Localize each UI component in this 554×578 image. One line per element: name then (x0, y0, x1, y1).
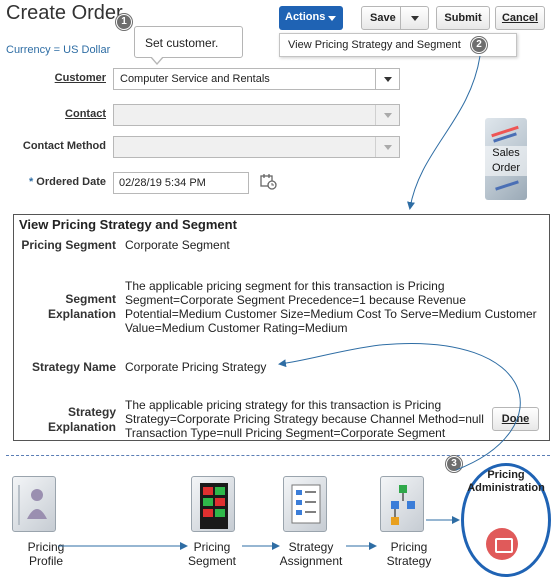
chevron-down-icon (328, 16, 336, 21)
strategy-explanation-line: The applicable pricing strategy for this… (125, 398, 442, 412)
strategy-explanation-label-1: Strategy (67, 405, 116, 419)
pricing-profile-line2: Profile (28, 554, 63, 568)
save-button[interactable]: Save (361, 6, 429, 30)
pricing-profile-label: Pricing Profile (16, 540, 76, 568)
pricing-admin-line1: Pricing (487, 469, 525, 481)
pricing-administration-label: Pricing Administration (463, 469, 549, 495)
person-icon (18, 485, 47, 525)
ordered-date-input[interactable]: 02/28/19 5:34 PM (113, 172, 249, 194)
actions-button[interactable]: Actions (279, 6, 343, 30)
chevron-down-icon[interactable] (375, 69, 399, 89)
chevron-down-icon[interactable] (411, 16, 419, 21)
ordered-date-label-text: Ordered Date (36, 176, 106, 188)
strategy-assignment-line2: Assignment (279, 554, 343, 568)
actions-button-label: Actions (285, 11, 326, 23)
pricing-segment-line1: Pricing (193, 540, 231, 554)
sales-order-caption: Sales Order (485, 146, 527, 176)
cancel-button[interactable]: Cancel (495, 6, 545, 30)
sales-order-line1: Sales (492, 147, 520, 159)
flowchart-icon (391, 485, 415, 525)
chevron-down-icon (375, 137, 399, 157)
done-button-label: Done (501, 413, 530, 425)
customer-value: Computer Service and Rentals (120, 73, 270, 85)
save-button-label: Save (370, 12, 396, 24)
strategy-explanation-line: Transaction Type=null Pricing Segment=Co… (125, 426, 446, 440)
step-badge-3: 3 (446, 456, 462, 472)
checklist-icon (291, 484, 321, 524)
segment-explanation-label-2: Explanation (47, 307, 116, 321)
arrow-menu-to-dialog (407, 55, 481, 210)
step-badge-2: 2 (471, 37, 487, 53)
submit-button[interactable]: Submit (436, 6, 490, 30)
pricing-profile-icon (12, 476, 56, 532)
segment-explanation-label-1: Segment (65, 292, 116, 306)
cancel-button-label: Cancel (501, 12, 539, 24)
contact-method-label: Contact Method (22, 140, 106, 152)
segment-explanation-line: Value=Medium Customer Rating=Medium (125, 321, 348, 335)
pricing-segment-line2: Segment (187, 554, 237, 568)
chevron-down-icon (375, 105, 399, 125)
pricing-admin-line2: Administration (467, 482, 545, 494)
pricing-segment-value: Corporate Segment (125, 238, 230, 252)
calendar-clock-icon[interactable] (259, 172, 277, 190)
ordered-date-label: * Ordered Date (10, 176, 106, 188)
page-title: Create Order (6, 2, 123, 24)
strategy-name-label: Strategy Name (31, 360, 116, 374)
done-button[interactable]: Done (492, 407, 539, 431)
customer-label: Customer (54, 72, 106, 84)
segment-explanation-line: Potential=Medium Customer Size=Medium Co… (125, 307, 537, 321)
callout-tail-inner (151, 56, 163, 63)
pricing-strategy-icon (380, 476, 424, 532)
contact-label: Contact (65, 108, 106, 120)
strategy-assignment-label: Strategy Assignment (277, 540, 345, 568)
required-indicator: * (28, 176, 34, 188)
pricing-profile-line1: Pricing (27, 540, 65, 554)
dialog-title: View Pricing Strategy and Segment (19, 217, 237, 232)
pricing-strategy-flow-label: Pricing Strategy (381, 540, 437, 568)
segment-explanation-text: The applicable pricing segment for this … (125, 279, 537, 335)
segment-explanation-line: Segment=Corporate Segment Precedence=1 b… (125, 293, 466, 307)
sales-order-stripe (495, 180, 519, 191)
pricing-strategy-line2: Strategy (386, 554, 432, 568)
strategy-explanation-line: Strategy=Corporate Pricing Strategy beca… (125, 412, 484, 426)
pricing-strategy-line1: Pricing (390, 540, 428, 554)
segment-explanation-line: The applicable pricing segment for this … (125, 279, 445, 293)
section-divider (6, 455, 550, 456)
currency-label: Currency = US Dollar (6, 44, 111, 56)
strategy-explanation-label-2: Explanation (47, 420, 116, 434)
pricing-segment-icon (191, 476, 235, 532)
customer-select[interactable]: Computer Service and Rentals (113, 68, 400, 90)
segment-explanation-label: Segment Explanation (16, 292, 116, 322)
save-split-divider (400, 7, 401, 29)
callout-set-customer: Set customer. (134, 26, 243, 58)
segment-grid-icon (200, 483, 228, 529)
strategy-assignment-line1: Strategy (288, 540, 334, 554)
contact-method-select[interactable] (113, 136, 400, 158)
pricing-administration-icon[interactable] (486, 528, 518, 560)
pricing-segment-label: Pricing Segment (21, 238, 116, 252)
sales-order-icon: Sales Order (485, 118, 527, 200)
sales-order-line2: Order (491, 162, 521, 174)
step-badge-1: 1 (116, 14, 132, 30)
pricing-segment-flow-label: Pricing Segment (183, 540, 241, 568)
strategy-name-value: Corporate Pricing Strategy (125, 360, 267, 374)
strategy-assignment-icon (283, 476, 327, 532)
strategy-explanation-text: The applicable pricing strategy for this… (125, 398, 484, 440)
contact-select[interactable] (113, 104, 400, 126)
strategy-explanation-label: Strategy Explanation (16, 405, 116, 435)
